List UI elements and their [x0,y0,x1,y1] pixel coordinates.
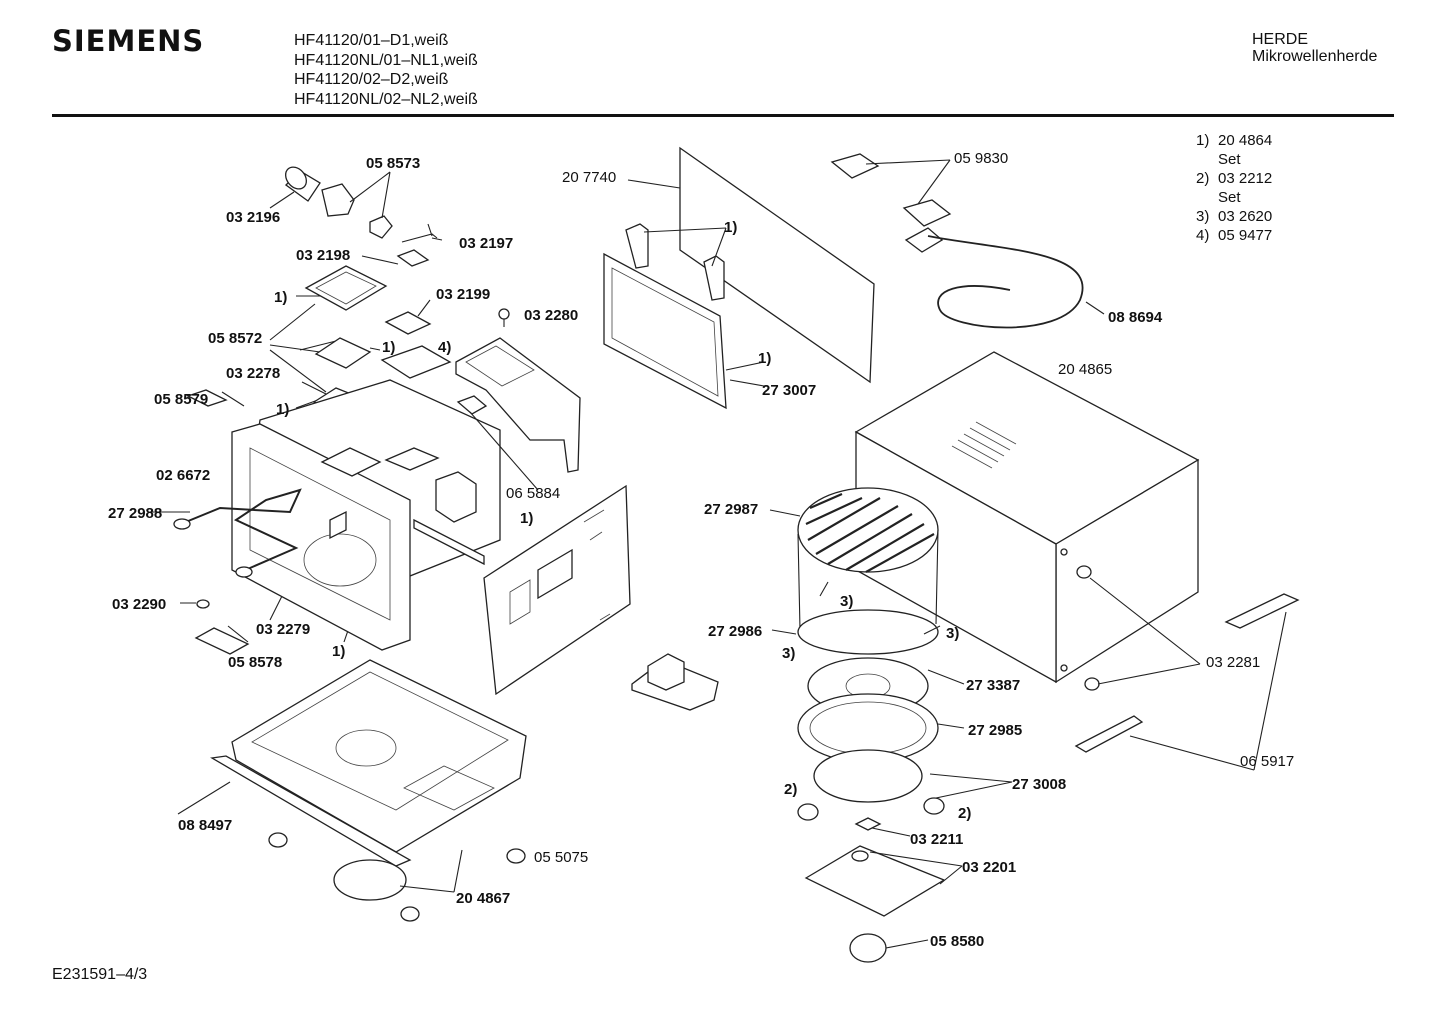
marker-4: 4) [438,339,451,356]
model-list: HF41120/01–D1,weiß HF41120NL/01–NL1,weiß… [294,31,478,109]
label-058578: 05 8578 [228,654,282,671]
label-032279: 03 2279 [256,621,310,638]
brand-logo: SIEMENS [52,24,205,58]
label-065884: 06 5884 [506,485,560,502]
label-026672: 02 6672 [156,467,210,484]
grill-heater-element [173,488,302,578]
label-032280: 03 2280 [524,307,578,324]
label-088497: 08 8497 [178,817,232,834]
label-273387: 27 3387 [966,677,1020,694]
label-032199: 03 2199 [436,286,490,303]
turntable-stack [769,487,1013,963]
legend-note: Set [1196,188,1272,207]
marker-1-b: 1) [382,339,395,356]
model-1: HF41120/01–D1,weiß [294,32,449,49]
label-032197: 03 2197 [459,235,513,252]
oven-cavity [231,379,501,651]
marker-3-b: 3) [946,625,959,642]
label-272986: 27 2986 [708,623,762,640]
category-subtitle: Mikrowellenherde [1252,48,1378,65]
transformer-part [631,653,719,711]
model-2: HF41120NL/01–NL1,weiß [294,51,478,69]
legend-row: 3) 03 2620 [1196,207,1272,226]
legend-num: 1) [1196,132,1210,149]
label-088694: 08 8694 [1108,309,1163,326]
base-plate [177,659,527,922]
control-side-panel [483,484,631,696]
model-3: HF41120/02–D2,weiß [294,71,449,88]
marker-1-c: 1) [276,401,289,418]
waveguide-cover [455,337,581,491]
marker-1-d: 1) [332,643,345,660]
label-032201: 03 2201 [962,859,1016,876]
label-032211: 03 2211 [910,831,963,848]
label-058573: 05 8573 [366,155,420,172]
marker-1-a: 1) [274,289,287,306]
legend-note-text: Set [1218,151,1241,168]
label-272988: 27 2988 [108,505,162,522]
legend-part: 03 2212 [1218,170,1273,187]
marker-3-a: 3) [840,593,853,610]
marker-2-a: 2) [784,781,797,798]
marker-1-g: 1) [758,350,771,367]
label-032198: 03 2198 [296,247,350,264]
header-rule [52,114,1394,117]
marker-1-f: 1) [724,219,737,236]
power-cord-filter [830,153,1105,329]
label-058580: 05 8580 [930,933,984,950]
legend-row: 1) 20 4864 [1196,131,1272,150]
label-065917: 06 5917 [1240,753,1294,770]
drawing-number: E231591–4/3 [52,966,148,983]
marker-3-c: 3) [782,645,795,662]
legend-part: 20 4864 [1218,132,1273,149]
label-204867: 20 4867 [456,890,510,907]
category-title: HERDE [1252,31,1309,48]
door-assembly [603,146,875,410]
legend-note-text: Set [1218,189,1241,206]
legend-num: 4) [1196,227,1210,244]
legend-note: Set [1196,150,1272,169]
lamp-socket-part [285,166,438,243]
label-272987: 27 2987 [704,501,758,518]
label-273008: 27 3008 [1012,776,1066,793]
label-207740: 20 7740 [562,169,616,186]
legend-part: 05 9477 [1218,227,1273,244]
hinge-and-feet [1074,565,1300,771]
label-272985: 27 2985 [968,722,1022,739]
label-273007: 27 3007 [762,382,816,399]
legend-part: 03 2620 [1218,208,1273,225]
label-032281: 03 2281 [1206,654,1260,671]
label-032196: 03 2196 [226,209,280,226]
marker-2-b: 2) [958,805,971,822]
label-032278: 03 2278 [226,365,280,382]
legend-num: 2) [1196,170,1210,187]
category-block: HERDE Mikrowellenherde [1252,31,1377,65]
label-059830: 05 9830 [954,150,1008,167]
legend-num: 3) [1196,208,1210,225]
model-4: HF41120NL/02–NL2,weiß [294,90,478,108]
set-legend: 1) 20 4864 Set 2) 03 2212 Set 3) 03 2620 4)… [1196,131,1272,245]
marker-1-e: 1) [520,510,533,527]
label-055075: 05 5075 [534,849,588,866]
legend-row: 4) 05 9477 [1196,226,1272,245]
label-204865: 20 4865 [1058,361,1112,378]
label-032290: 03 2290 [112,596,166,613]
legend-row: 2) 03 2212 [1196,169,1272,188]
label-058572: 05 8572 [208,330,262,347]
label-058579: 05 8579 [154,391,208,408]
